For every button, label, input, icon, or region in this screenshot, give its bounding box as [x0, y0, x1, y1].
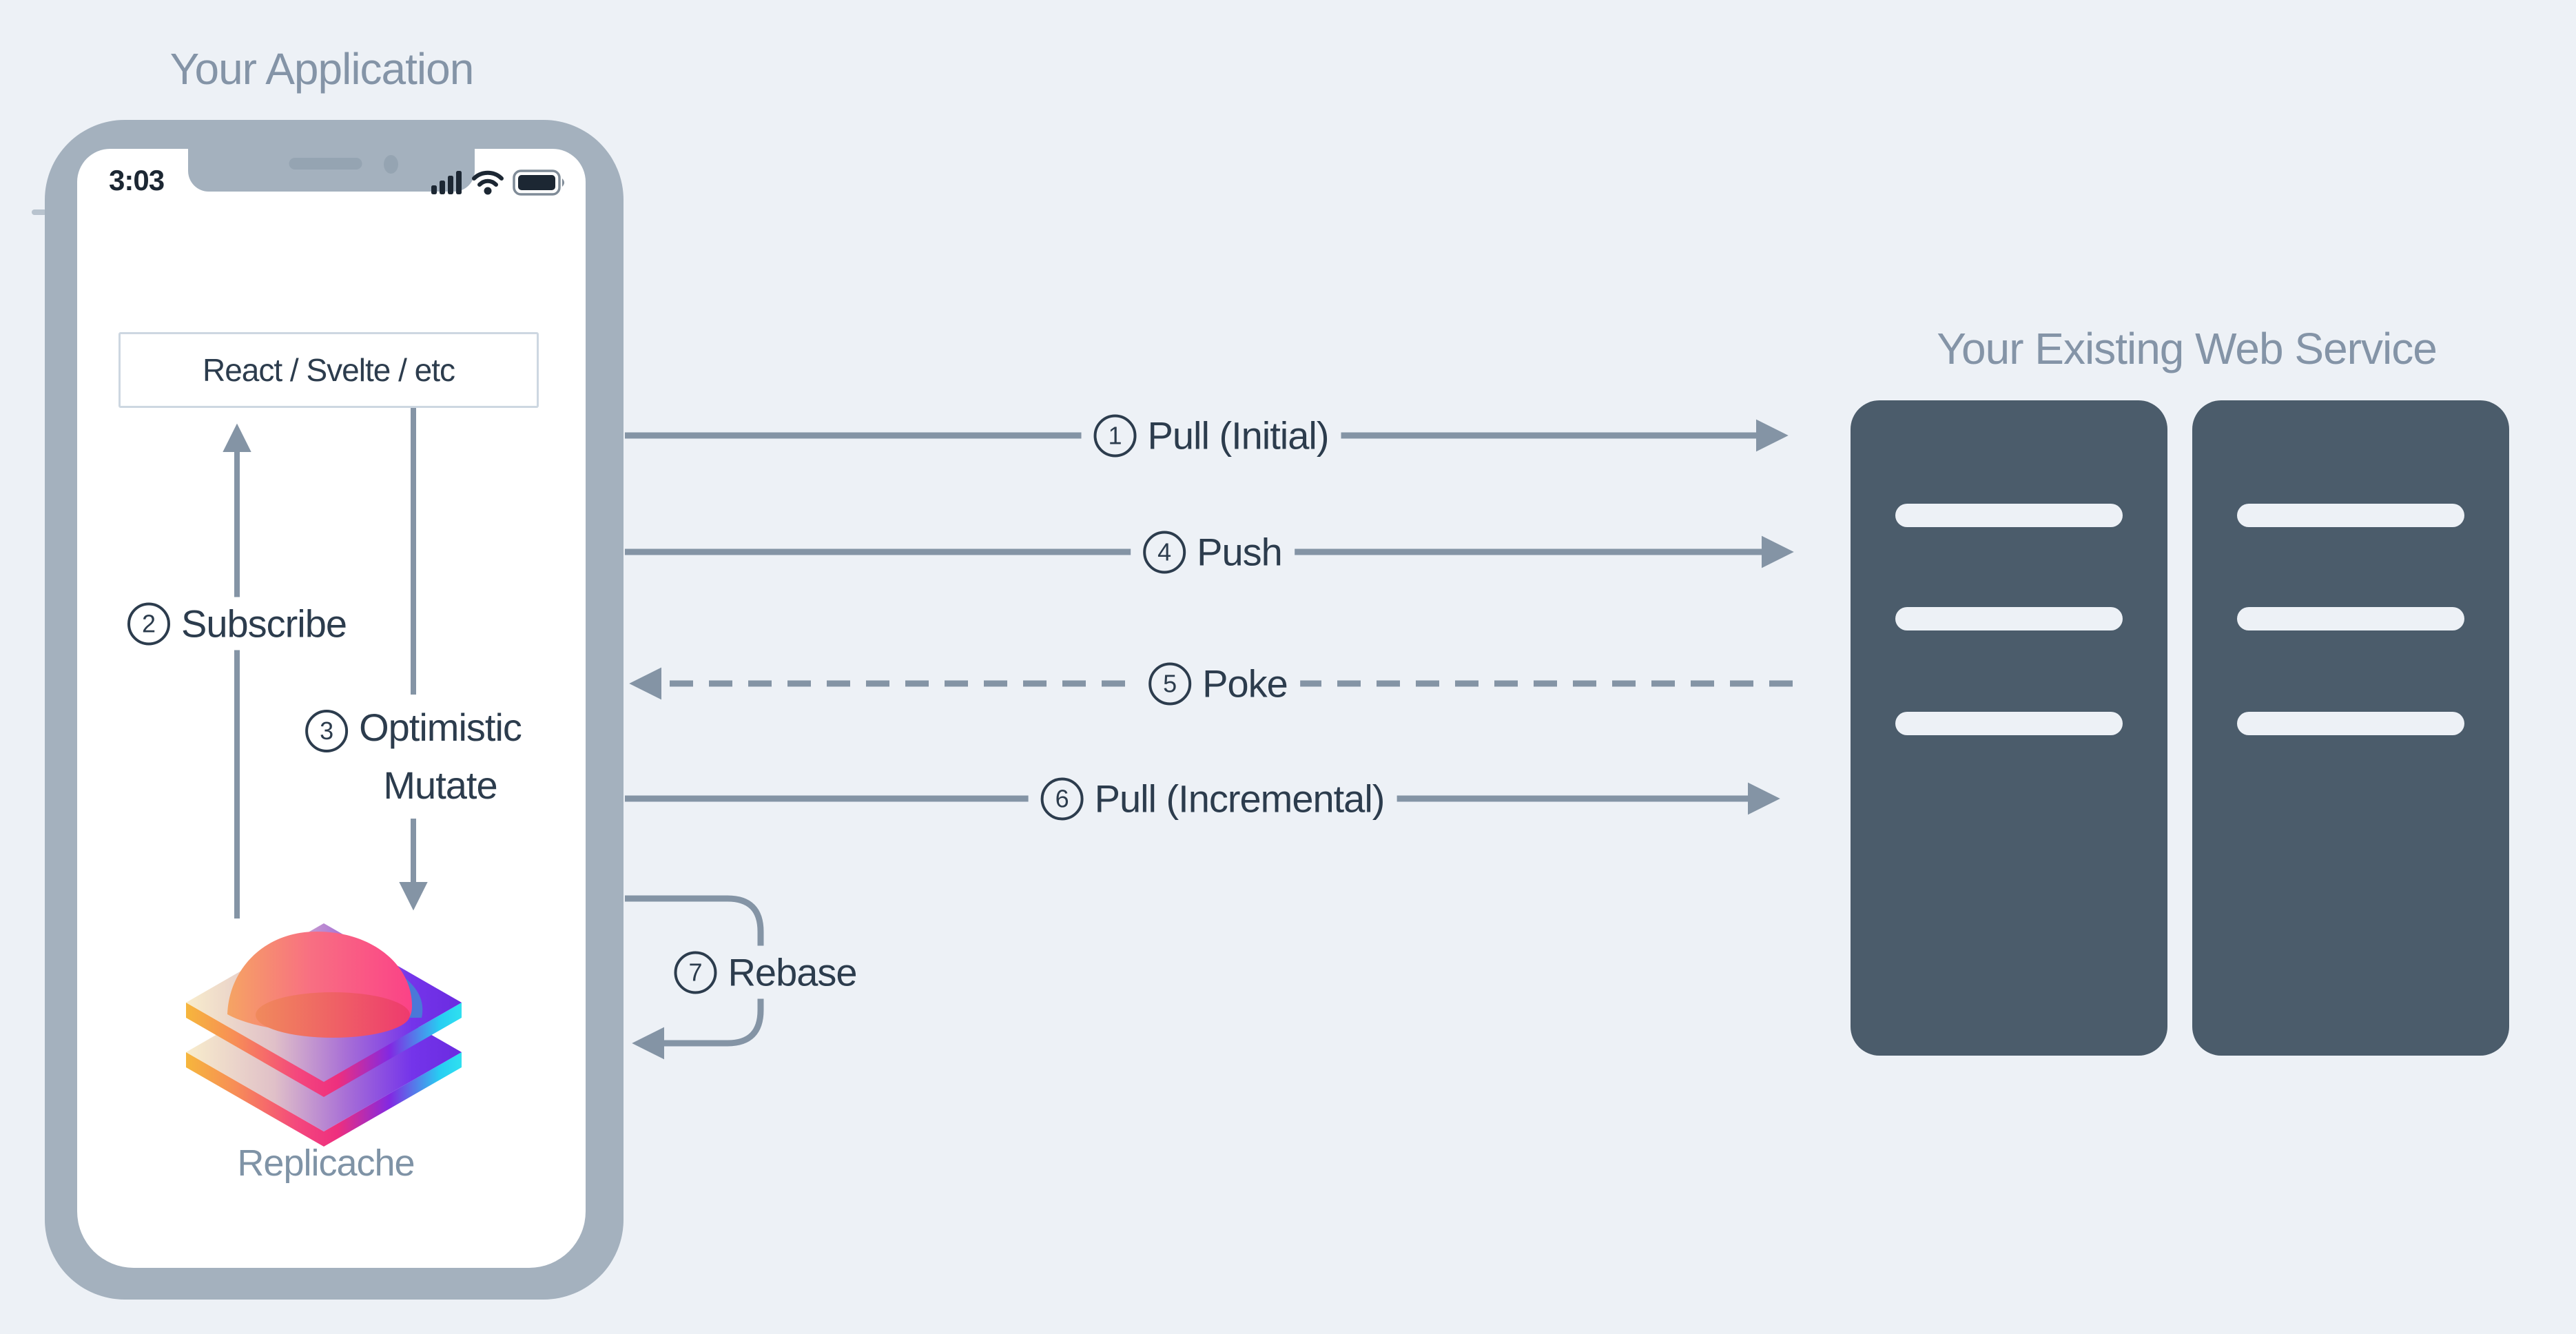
wifi-icon [472, 170, 504, 195]
flow-label-text: Pull (Incremental) [1094, 777, 1385, 821]
replicache-label: Replicache [237, 1142, 415, 1184]
flow-label-text: Push [1197, 530, 1283, 574]
step-number-icon: 1 [1093, 414, 1137, 457]
server-slot-bar [2237, 504, 2464, 527]
flow-label-optimistic-mutate: 3 Optimistic Mutate [293, 695, 534, 819]
framework-box: React / Svelte / etc [119, 332, 539, 408]
server-slot-bar [1895, 607, 2123, 630]
flow-label-poke: 5 Poke [1136, 657, 1300, 710]
flow-label-rebase: 7 Rebase [661, 945, 869, 999]
stray-dash-artifact [32, 209, 47, 215]
flow-label-text: Pull (Initial) [1147, 413, 1330, 458]
flow-label-pull-incremental: 6 Pull (Incremental) [1028, 772, 1397, 825]
battery-icon [513, 170, 564, 196]
status-bar-time: 3:03 [109, 164, 165, 196]
step-number-icon: 4 [1143, 531, 1186, 573]
replicache-logo [186, 923, 462, 1147]
flow-label-text: Optimistic Mutate [359, 706, 522, 807]
phone-camera-icon [384, 155, 398, 174]
step-number-icon: 3 [305, 710, 349, 752]
server-slot-bar [1895, 504, 2123, 527]
server-slot-bar [2237, 607, 2464, 630]
cellular-signal-icon [431, 171, 462, 194]
flow-label-pull-initial: 1 Pull (Initial) [1081, 409, 1341, 462]
server-rack-left [1851, 400, 2167, 1056]
web-service-title: Your Existing Web Service [1937, 324, 2438, 373]
flow-label-text: Poke [1202, 661, 1288, 706]
status-bar-icons [431, 170, 566, 196]
server-slot-bar [1895, 712, 2123, 735]
step-number-icon: 7 [674, 951, 717, 994]
server-slot-bar [2237, 712, 2464, 735]
step-number-icon: 6 [1040, 777, 1084, 820]
phone-notch [188, 149, 475, 192]
phone-speaker-icon [289, 158, 362, 170]
step-number-icon: 2 [127, 602, 170, 645]
application-title: Your Application [169, 44, 475, 94]
flow-label-push: 4 Push [1131, 525, 1295, 579]
flow-label-subscribe: 2 Subscribe [114, 597, 360, 650]
server-rack-right [2192, 400, 2509, 1056]
flow-label-text: Rebase [728, 950, 857, 994]
step-number-icon: 5 [1148, 662, 1192, 705]
flow-label-text: Subscribe [181, 602, 347, 646]
